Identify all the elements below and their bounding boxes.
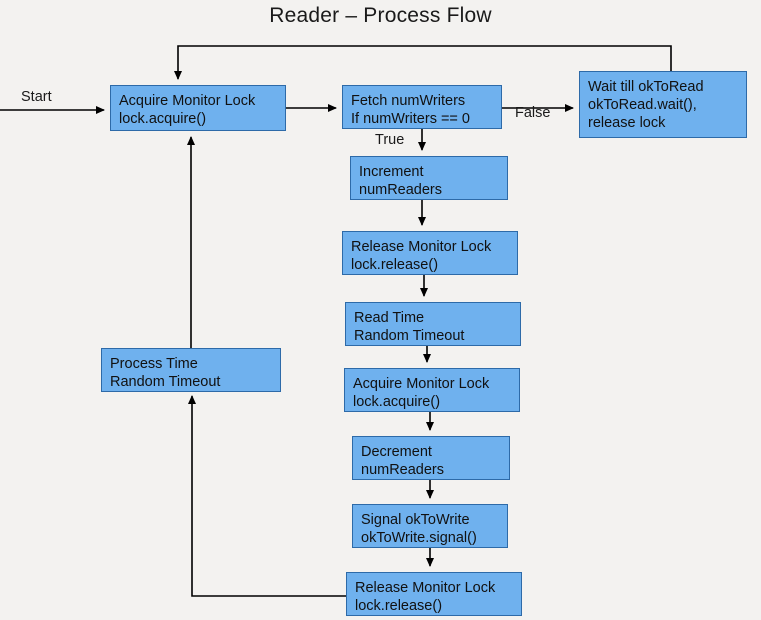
flow-node-acquire2[interactable]: Acquire Monitor Lock lock.acquire() (344, 368, 520, 412)
flow-node-wait[interactable]: Wait till okToRead okToRead.wait(), rele… (579, 71, 747, 138)
flow-node-acquire1[interactable]: Acquire Monitor Lock lock.acquire() (110, 85, 286, 131)
flow-node-release2[interactable]: Release Monitor Lock lock.release() (346, 572, 522, 616)
flow-node-readtime[interactable]: Read Time Random Timeout (345, 302, 521, 346)
flow-node-release1[interactable]: Release Monitor Lock lock.release() (342, 231, 518, 275)
flow-node-process[interactable]: Process Time Random Timeout (101, 348, 281, 392)
edge-label-start: Start (21, 89, 52, 105)
flow-edge-release2-to-process (188, 395, 346, 597)
flow-node-decrement[interactable]: Decrement numReaders (352, 436, 510, 480)
page-title: Reader – Process Flow (269, 4, 492, 27)
edge-label-true: True (375, 132, 405, 148)
flow-node-signal[interactable]: Signal okToWrite okToWrite.signal() (352, 504, 508, 548)
flow-node-fetch[interactable]: Fetch numWriters If numWriters == 0 (342, 85, 502, 129)
edge-label-false: False (515, 105, 551, 121)
flow-node-increment[interactable]: Increment numReaders (350, 156, 508, 200)
